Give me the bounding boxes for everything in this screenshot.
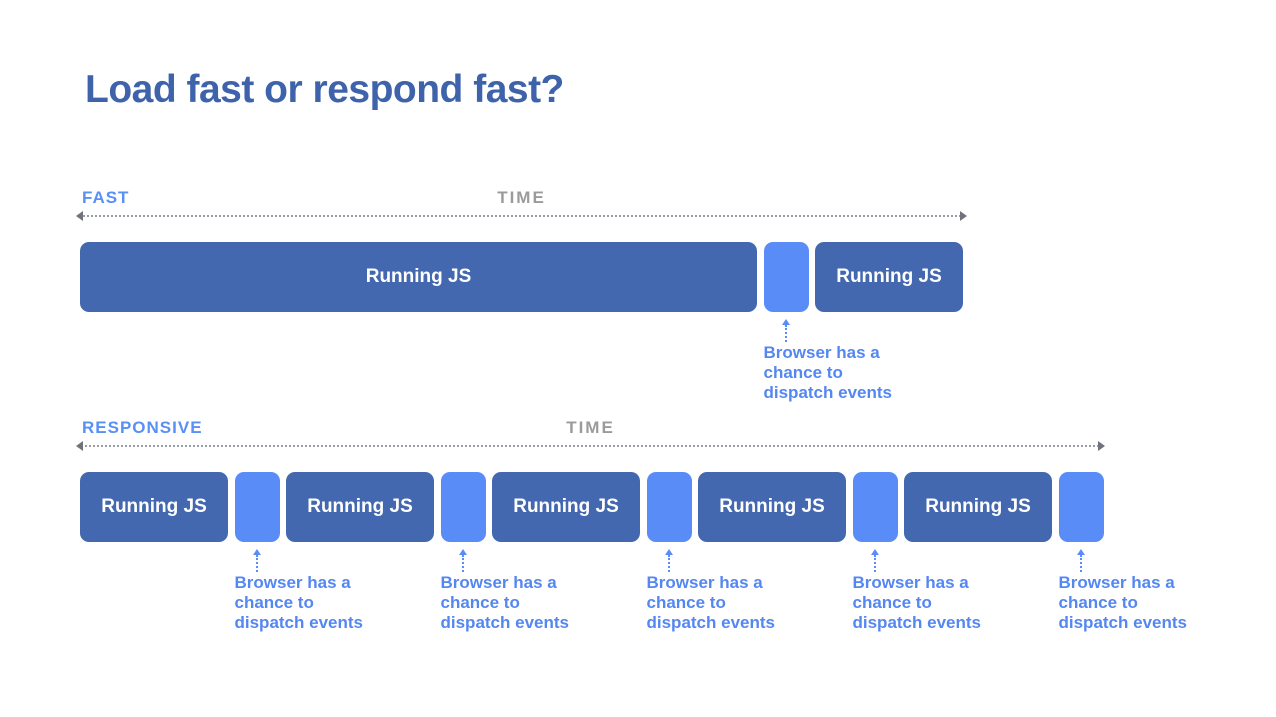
arrow-head-icon bbox=[1077, 549, 1085, 555]
browser-dispatch-gap: Browser has a chance to dispatch events bbox=[234, 472, 363, 632]
timeline-fast-header: FAST TIME bbox=[78, 188, 965, 207]
gap-caption: Browser has a chance to dispatch events bbox=[852, 573, 982, 632]
arrow-dotted-line bbox=[1080, 555, 1082, 572]
running-js-bar-label: Running JS bbox=[307, 496, 413, 517]
gap-caption: Browser has a chance to dispatch events bbox=[234, 573, 364, 632]
slide-title: Load fast or respond fast? bbox=[85, 68, 564, 111]
running-js-bar: Running JS bbox=[80, 472, 228, 542]
running-js-bar-label: Running JS bbox=[513, 496, 619, 517]
arrow-dotted-line bbox=[785, 325, 787, 342]
gap-caption: Browser has a chance to dispatch events bbox=[646, 573, 776, 632]
timeline-responsive-label: RESPONSIVE bbox=[82, 418, 203, 437]
dotted-up-arrow-icon bbox=[853, 549, 898, 572]
timeline-responsive: RESPONSIVE TIME Running JS Browser has a … bbox=[76, 418, 1187, 632]
browser-dispatch-gap: Browser has a chance to dispatch events bbox=[1058, 472, 1187, 632]
arrow-dotted-line bbox=[668, 555, 670, 572]
running-js-bar: Running JS bbox=[80, 242, 757, 312]
arrow-dotted-line bbox=[462, 555, 464, 572]
timeline-fast-label: FAST bbox=[82, 188, 130, 207]
timeline-fast-time-label: TIME bbox=[497, 188, 546, 207]
running-js-bar: Running JS bbox=[698, 472, 846, 542]
dotted-up-arrow-icon bbox=[764, 319, 809, 342]
dotted-up-arrow-icon bbox=[235, 549, 280, 572]
arrow-head-icon bbox=[782, 319, 790, 325]
arrow-dotted-line bbox=[256, 555, 258, 572]
running-js-bar-label: Running JS bbox=[101, 496, 207, 517]
gap-caption: Browser has a chance to dispatch events bbox=[1058, 573, 1188, 632]
running-js-bar-label: Running JS bbox=[925, 496, 1031, 517]
running-js-bar: Running JS bbox=[904, 472, 1052, 542]
browser-dispatch-gap: Browser has a chance to dispatch events bbox=[852, 472, 981, 632]
browser-dispatch-gap: Browser has a chance to dispatch events bbox=[763, 242, 892, 402]
browser-dispatch-gap: Browser has a chance to dispatch events bbox=[440, 472, 569, 632]
running-js-bar-label: Running JS bbox=[836, 266, 942, 287]
time-axis-dotted-arrow bbox=[76, 441, 1105, 451]
timeline-responsive-blocks: Running JS Browser has a chance to dispat… bbox=[80, 472, 1187, 632]
timeline-fast-blocks: Running JS Browser has a chance to dispat… bbox=[80, 242, 965, 402]
arrow-head-icon bbox=[871, 549, 879, 555]
running-js-bar: Running JS bbox=[492, 472, 640, 542]
dotted-up-arrow-icon bbox=[1059, 549, 1104, 572]
running-js-bar: Running JS bbox=[286, 472, 434, 542]
dotted-up-arrow-icon bbox=[647, 549, 692, 572]
arrow-dotted-line bbox=[874, 555, 876, 572]
running-js-bar: Running JS bbox=[815, 242, 963, 312]
timeline-fast: FAST TIME Running JS Browser has a chance… bbox=[76, 188, 967, 402]
arrow-head-icon bbox=[253, 549, 261, 555]
arrow-head-icon bbox=[459, 549, 467, 555]
gap-caption: Browser has a chance to dispatch events bbox=[440, 573, 570, 632]
running-js-bar-label: Running JS bbox=[719, 496, 825, 517]
browser-dispatch-gap: Browser has a chance to dispatch events bbox=[646, 472, 775, 632]
dotted-up-arrow-icon bbox=[441, 549, 486, 572]
timeline-responsive-time-label: TIME bbox=[566, 418, 615, 437]
time-axis-dotted-arrow bbox=[76, 211, 967, 221]
gap-caption: Browser has a chance to dispatch events bbox=[763, 343, 893, 402]
timeline-responsive-header: RESPONSIVE TIME bbox=[78, 418, 1103, 437]
running-js-bar-label: Running JS bbox=[365, 266, 472, 287]
arrow-head-icon bbox=[665, 549, 673, 555]
